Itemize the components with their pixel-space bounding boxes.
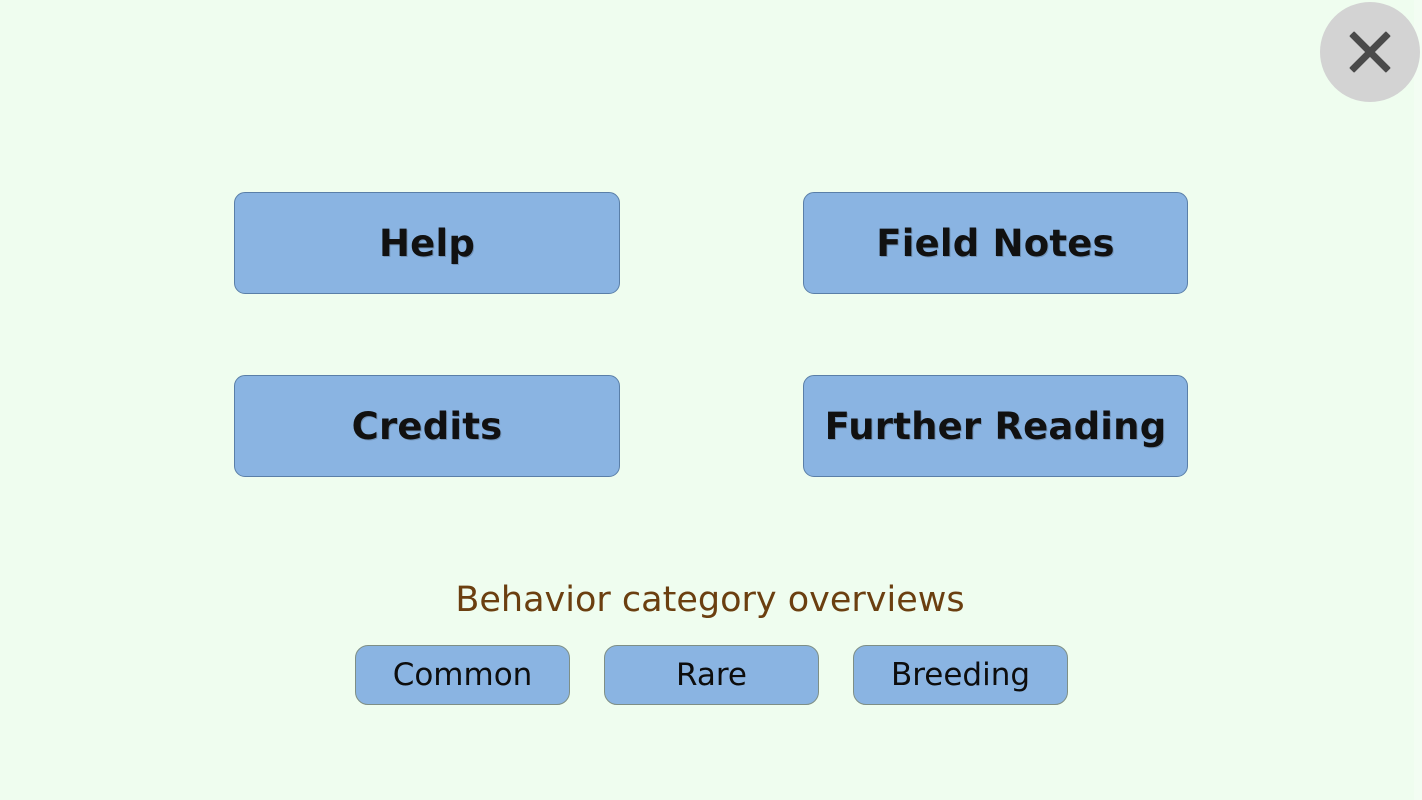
close-button[interactable] (1320, 2, 1420, 102)
scrollbar-gutter[interactable] (1414, 0, 1422, 800)
category-button-rare[interactable]: Rare (604, 645, 819, 705)
field-notes-button[interactable]: Field Notes (803, 192, 1188, 294)
behavior-category-overviews-heading: Behavior category overviews (455, 580, 965, 620)
further-reading-button[interactable]: Further Reading (803, 375, 1188, 477)
category-button-common[interactable]: Common (355, 645, 570, 705)
help-button[interactable]: Help (234, 192, 620, 294)
category-button-breeding[interactable]: Breeding (853, 645, 1068, 705)
credits-button[interactable]: Credits (234, 375, 620, 477)
behavior-category-button-row: Common Rare Breeding (0, 645, 1422, 705)
close-x-icon (1342, 24, 1398, 80)
